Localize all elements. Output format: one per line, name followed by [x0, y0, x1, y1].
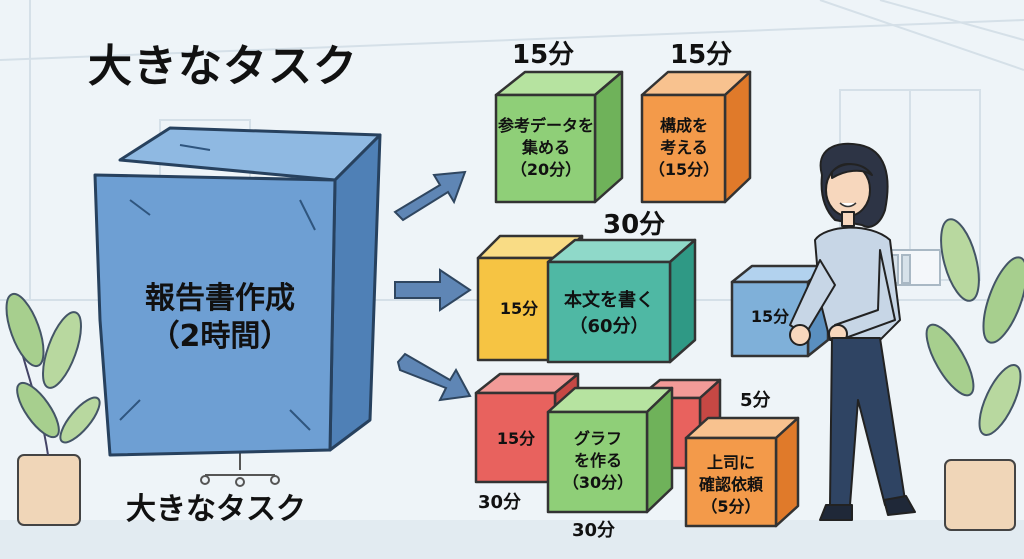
write-body-line2: （60分） [569, 316, 649, 337]
woman-figure [789, 142, 916, 521]
write-body-box-label: 本文を書く （60分） [548, 288, 670, 340]
bottom-left-time-label: 30分 [478, 492, 522, 513]
top-right-time-label: 15分 [670, 40, 733, 70]
blue-box-label: 15分 [750, 307, 790, 326]
write-body-line1: 本文を書く [564, 290, 654, 311]
big-task-label: 報告書作成 （2時間） [95, 280, 345, 356]
graph-line1: グラフ [573, 429, 622, 448]
collect-data-line2: 集める [521, 138, 570, 157]
structure-box-label: 構成を 考える （15分） [642, 115, 726, 181]
big-task-cube [93, 126, 382, 457]
five-min-label: 5分 [740, 390, 771, 411]
arrows [393, 170, 472, 402]
graph-line2: を作る [573, 451, 622, 470]
confirm-line2: 確認依頼 [698, 475, 763, 494]
collect-data-box-label: 参考データを 集める （20分） [496, 115, 596, 181]
graph-line3: （30分） [562, 473, 634, 492]
structure-line1: 構成を [659, 116, 708, 135]
collect-data-line1: 参考データを [497, 116, 594, 135]
graph-box-label: グラフ を作る （30分） [548, 428, 648, 494]
page-title: 大きなタスク [88, 41, 358, 92]
top-left-time-label: 15分 [512, 40, 575, 70]
big-task-line1: 報告書作成 [145, 281, 295, 316]
confirm-line3: （5分） [701, 497, 761, 516]
structure-line2: 考える [660, 138, 708, 157]
bottom-time-label: 30分 [572, 520, 616, 541]
confirm-box-label: 上司に 確認依頼 （5分） [686, 452, 776, 518]
office-chair [200, 440, 280, 487]
yellow-box-label: 15分 [499, 299, 539, 318]
structure-line3: （15分） [648, 160, 720, 179]
red-box-label: 15分 [496, 429, 536, 448]
bottom-caption: 大きなタスク [126, 492, 306, 527]
left-plant [5, 292, 101, 526]
big-task-line2: （2時間） [149, 319, 291, 354]
right-plant [925, 218, 1024, 531]
confirm-line1: 上司に [706, 453, 755, 472]
middle-time-label: 30分 [603, 210, 666, 240]
collect-data-line3: （20分） [510, 160, 582, 179]
